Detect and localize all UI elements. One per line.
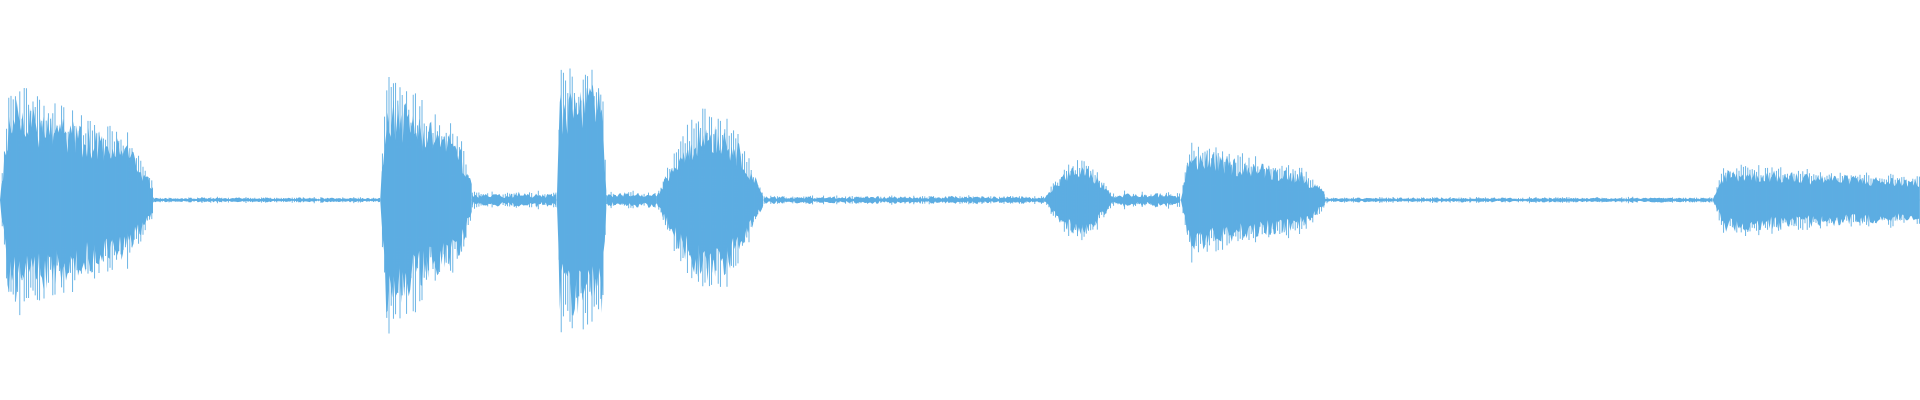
waveform-segment-6 [1180, 152, 1325, 250]
waveform-segment-6-spikes [1182, 142, 1325, 263]
waveform-segment-3-spikes [558, 68, 606, 333]
waveform-samples [0, 68, 1920, 334]
waveform-gap-3-spikes [606, 190, 656, 209]
waveform-segment-1 [0, 99, 153, 301]
waveform-segment-2-spikes [381, 77, 471, 334]
waveform-segment-7-spikes [1714, 164, 1920, 236]
waveform-gap-1-spikes [153, 196, 379, 204]
waveform-segment-5-spikes [1044, 160, 1114, 241]
waveform-gap-2-spikes [471, 190, 557, 210]
waveform-segment-1-spikes [1, 88, 153, 316]
waveform-gap-5-spikes [1113, 190, 1181, 210]
waveform-gap-4-spikes [763, 195, 1045, 205]
waveform-gap-1 [153, 197, 381, 203]
waveform-gap-3 [606, 192, 657, 208]
waveform-segment-4-spikes [656, 108, 763, 287]
waveform-segment-5 [1044, 166, 1114, 235]
